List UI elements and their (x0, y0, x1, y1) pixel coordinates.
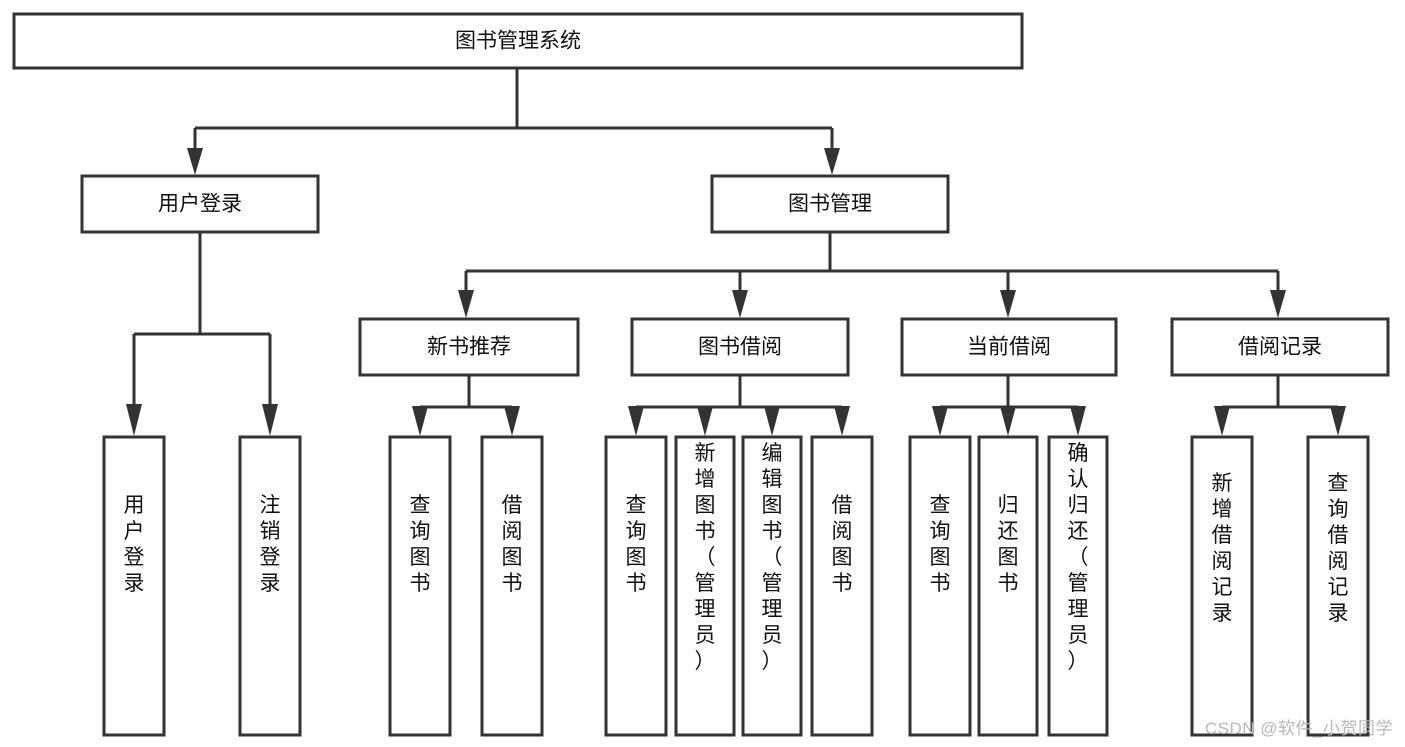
arrow-head-bw-borrow (834, 406, 850, 436)
leaf-bw-add-book-box[interactable] (674, 435, 736, 737)
leaf-cb-confirm-return-label: 确认归还（管理员） (1068, 442, 1089, 673)
leaf-logout-label: 注销登录 (260, 494, 281, 595)
leaf-bw-query-book-label: 查询图书 (626, 494, 647, 595)
arrow-head-cb-return (1000, 406, 1016, 436)
arrow-head-cb-confirm (1070, 406, 1086, 436)
leaf-cb-query-book-box[interactable] (908, 435, 972, 737)
node-book-borrow[interactable]: 图书借阅 (630, 317, 850, 377)
leaf-rc-add-record-box[interactable] (1190, 435, 1254, 737)
leaf-rc-query-record-label: 查询借阅记录 (1328, 472, 1349, 625)
leaf-rc-query-record-box[interactable] (1306, 435, 1370, 737)
node-current-borrow-box[interactable] (900, 317, 1118, 377)
leaf-bw-edit-book-box[interactable] (741, 435, 803, 737)
node-user-login-label: 用户登录 (158, 193, 242, 216)
leaf-bw-add-book[interactable]: 新增图书（管理员） (674, 435, 736, 737)
leaf-cb-return-book-box[interactable] (977, 435, 1039, 737)
leaf-cb-query-book[interactable]: 查询图书 (908, 435, 972, 737)
arrow-head-newbook (458, 290, 474, 318)
node-root-label: 图书管理系统 (455, 30, 581, 53)
leaf-cb-query-book-label: 查询图书 (930, 494, 951, 595)
node-book-borrow-box[interactable] (630, 317, 850, 377)
leaf-bw-query-book-box[interactable] (604, 435, 668, 737)
leaf-bw-borrow-book-label: 借阅图书 (832, 494, 853, 595)
leaf-rc-add-record[interactable]: 新增借阅记录 (1190, 435, 1254, 737)
node-new-book-recommend-label: 新书推荐 (427, 336, 511, 359)
node-root[interactable]: 图书管理系统 (12, 12, 1024, 70)
leaf-bw-edit-book-label: 编辑图书（管理员） (762, 442, 783, 673)
leaf-bw-add-book-label: 新增图书（管理员） (695, 442, 716, 673)
arrow-head-bw-edit (764, 406, 780, 436)
node-current-borrow-label: 当前借阅 (967, 336, 1051, 359)
arrow-head-current (1000, 290, 1016, 318)
node-book-management[interactable]: 图书管理 (710, 174, 950, 234)
node-book-borrow-label: 图书借阅 (698, 336, 782, 359)
arrow-head-to-bookmgmt (824, 148, 840, 175)
arrow-head-borrow (732, 290, 748, 318)
leaf-cb-confirm-return-box[interactable] (1047, 435, 1109, 737)
leaf-bw-query-book[interactable]: 查询图书 (604, 435, 668, 737)
node-new-book-recommend[interactable]: 新书推荐 (358, 317, 580, 377)
leaf-nb-query-book-label: 查询图书 (410, 494, 431, 595)
arrow-head-bw-query (628, 406, 644, 436)
arrow-head-nb-borrow (504, 406, 520, 436)
node-user-login-box[interactable] (80, 174, 320, 234)
leaf-rc-add-record-label: 新增借阅记录 (1212, 472, 1233, 625)
node-borrow-records-label: 借阅记录 (1238, 336, 1322, 359)
leaf-nb-borrow-book-box[interactable] (480, 435, 544, 737)
leaf-logout-box[interactable] (238, 435, 302, 737)
leaf-user-login-box[interactable] (102, 435, 166, 737)
leaf-cb-confirm-return[interactable]: 确认归还（管理员） (1047, 435, 1109, 737)
leaf-bw-edit-book[interactable]: 编辑图书（管理员） (741, 435, 803, 737)
leaf-nb-query-book-box[interactable] (388, 435, 452, 737)
leaf-nb-borrow-book[interactable]: 借阅图书 (480, 435, 544, 737)
leaf-bw-borrow-book[interactable]: 借阅图书 (810, 435, 874, 737)
node-new-book-recommend-box[interactable] (358, 317, 580, 377)
node-book-management-box[interactable] (710, 174, 950, 234)
node-book-management-label: 图书管理 (788, 193, 872, 216)
leaf-cb-return-book-label: 归还图书 (998, 494, 1019, 595)
node-current-borrow[interactable]: 当前借阅 (900, 317, 1118, 377)
node-borrow-records-box[interactable] (1170, 317, 1390, 377)
node-root-box[interactable] (12, 12, 1024, 70)
arrow-head-leaf-user-login (126, 404, 142, 436)
leaf-nb-borrow-book-label: 借阅图书 (502, 494, 523, 595)
arrow-head-rc-add (1214, 406, 1230, 436)
arrow-head-bw-add (697, 406, 713, 436)
arrow-head-rc-query (1330, 406, 1346, 436)
arrow-head-records (1270, 290, 1286, 318)
arrow-head-cb-query (932, 406, 948, 436)
arrow-head-nb-query (412, 406, 428, 436)
node-user-login[interactable]: 用户登录 (80, 174, 320, 234)
connector-layer (126, 68, 1346, 436)
leaf-bw-borrow-book-box[interactable] (810, 435, 874, 737)
node-borrow-records[interactable]: 借阅记录 (1170, 317, 1390, 377)
leaf-user-login-label: 用户登录 (124, 494, 145, 595)
arrow-head-to-login (187, 148, 203, 175)
leaf-rc-query-record[interactable]: 查询借阅记录 (1306, 435, 1370, 737)
leaf-user-login[interactable]: 用户登录 (102, 435, 166, 737)
leaf-cb-return-book[interactable]: 归还图书 (977, 435, 1039, 737)
leaf-nb-query-book[interactable]: 查询图书 (388, 435, 452, 737)
arrow-head-leaf-logout (262, 404, 278, 436)
leaf-logout[interactable]: 注销登录 (238, 435, 302, 737)
